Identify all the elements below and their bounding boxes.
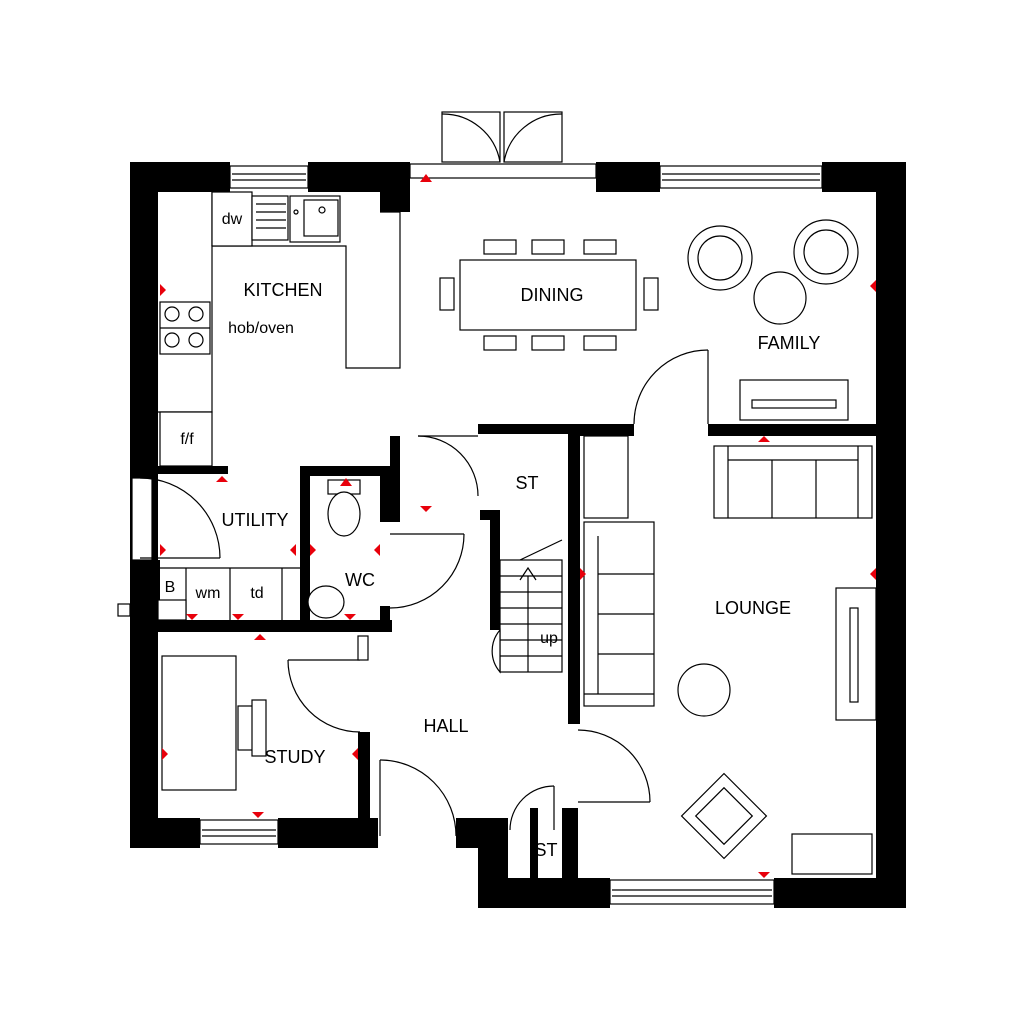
socket-markers [160, 174, 876, 878]
room-labels: KITCHEN DINING FAMILY UTILITY WC STUDY H… [221, 280, 820, 860]
dining-chairs [439, 239, 659, 351]
kitchen-units [158, 191, 401, 467]
utility-units [117, 567, 300, 621]
stairs [491, 539, 563, 674]
fixture-label-tumble-dryer: td [250, 585, 263, 602]
lounge-furniture [583, 435, 877, 875]
room-label-store-upper: ST [515, 473, 538, 493]
family-furniture [687, 219, 859, 421]
study-furniture [161, 655, 267, 791]
room-label-kitchen: KITCHEN [243, 280, 322, 300]
room-label-dining: DINING [521, 285, 584, 305]
wc-fixtures [307, 479, 361, 619]
fixture-label-washing-machine: wm [195, 585, 221, 602]
fixture-label-boiler: B [165, 579, 176, 596]
fixture-labels: dw hob/oven f/f B wm td up [165, 211, 558, 647]
door-swings [139, 349, 709, 837]
french-doors [441, 111, 563, 163]
room-label-family: FAMILY [758, 333, 821, 353]
fixture-label-fridge-freezer: f/f [180, 431, 194, 448]
room-label-lounge: LOUNGE [715, 598, 791, 618]
room-label-hall: HALL [423, 716, 468, 736]
room-label-study: STUDY [264, 747, 325, 767]
internal-walls [130, 424, 878, 844]
room-label-utility: UTILITY [221, 510, 288, 530]
dining-table [439, 239, 659, 351]
room-label-wc: WC [345, 570, 375, 590]
fixture-label-hob-oven: hob/oven [228, 320, 294, 337]
fixture-label-stairs-up: up [540, 630, 558, 647]
fixture-label-dishwasher: dw [222, 211, 243, 228]
room-label-store-lower: ST [534, 840, 557, 860]
